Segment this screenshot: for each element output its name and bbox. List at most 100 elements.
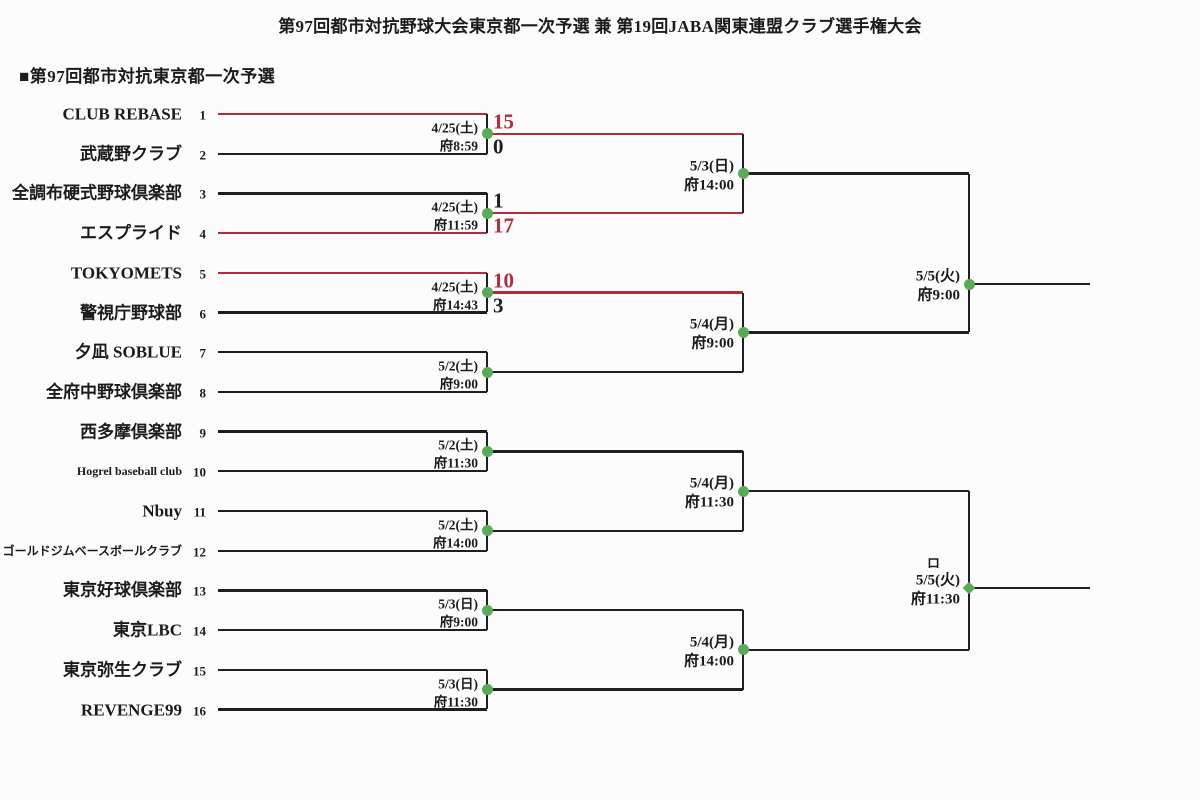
team-line: [218, 351, 487, 354]
team-name: Nbuy: [142, 501, 182, 521]
team-name: 全府中野球倶楽部: [46, 382, 182, 402]
advance-line: [743, 172, 969, 175]
junction-dot: [481, 525, 493, 537]
match-date: 4/25(土): [431, 120, 479, 136]
advance-line: [487, 132, 743, 136]
team-line: [218, 192, 487, 195]
match-date: 5/2(土): [438, 437, 478, 453]
match-score-bottom: 0: [493, 134, 504, 159]
team-line: [218, 549, 487, 552]
final-advance-line: [969, 282, 1090, 286]
section-header: ■第97回都市対抗東京都一次予選: [19, 62, 275, 87]
junction-dot: [481, 366, 493, 378]
semifinal-date: 5/4(月): [689, 475, 734, 492]
match-score-bottom: 17: [493, 213, 514, 238]
junction-dot: [481, 445, 493, 457]
match-date: 4/25(土): [431, 278, 479, 294]
final-vertical: [967, 491, 971, 650]
team-name: CLUB REBASE: [62, 104, 182, 124]
team-seed: 3: [199, 186, 207, 202]
semifinal-venue-time: 府14:00: [684, 653, 734, 670]
semifinal-venue-time: 府9:00: [691, 335, 735, 352]
match-venue-time: 府11:59: [433, 217, 478, 233]
team-seed: 4: [199, 226, 207, 242]
team-name: TOKYOMETS: [70, 263, 182, 283]
junction-dot: [481, 604, 493, 616]
team-name: 東京LBC: [113, 620, 182, 640]
match-venue-time: 府9:00: [439, 376, 478, 392]
team-line-winner: [218, 271, 487, 274]
semifinal-date: 5/4(月): [689, 634, 734, 651]
team-seed: 11: [193, 504, 206, 520]
team-line: [218, 390, 487, 394]
team-line: [218, 628, 487, 632]
team-line: [218, 509, 487, 513]
junction-dot: [481, 287, 493, 299]
match-date: 5/2(土): [438, 358, 478, 374]
team-line: [218, 430, 487, 433]
team-seed: 5: [199, 266, 207, 282]
advance-line: [487, 529, 743, 533]
junction-dot: [737, 326, 749, 338]
junction-dot: [737, 644, 749, 656]
final-vertical: [967, 173, 971, 333]
team-line: [218, 589, 487, 592]
match-date: 5/2(土): [438, 517, 478, 533]
team-seed: 6: [199, 306, 207, 321]
team-name: Hogrel baseball club: [76, 464, 182, 479]
match-venue-time: 府8:59: [439, 138, 478, 154]
team-line: [218, 708, 487, 711]
match-date: 5/3(日): [438, 675, 478, 691]
team-seed: 12: [193, 544, 206, 560]
advance-line: [487, 370, 743, 374]
team-name: REVENGE99: [80, 700, 182, 719]
team-line: [218, 668, 487, 671]
team-seed: 13: [193, 583, 206, 599]
team-line: [218, 152, 487, 155]
final-date: 5/5(火): [915, 268, 960, 285]
team-name: 警視庁野球部: [80, 303, 182, 322]
match-score-top: 15: [493, 109, 514, 134]
semifinal-date: 5/4(月): [689, 316, 734, 333]
match-date: 4/25(土): [431, 199, 479, 215]
junction-dot: [963, 278, 975, 290]
match-score-bottom: 3: [493, 293, 504, 318]
team-seed: 1: [199, 107, 207, 123]
team-line: [218, 311, 487, 314]
junction-dot: [737, 168, 749, 180]
match-venue-time: 府9:00: [439, 614, 478, 630]
junction-dot: [481, 128, 493, 140]
team-seed: 8: [199, 385, 207, 401]
team-seed: 9: [199, 425, 207, 441]
team-line-winner: [218, 231, 487, 235]
section-title: 第97回都市対抗東京都一次予選: [29, 67, 276, 86]
team-seed: 7: [199, 345, 207, 361]
team-name: 東京好球倶楽部: [63, 580, 182, 600]
team-name: ゴールドジムベースボールクラブ: [2, 543, 182, 558]
junction-dot: [737, 485, 749, 497]
match-venue-time: 府14:43: [433, 296, 478, 312]
team-name: 全調布硬式野球倶楽部: [12, 183, 182, 203]
team-name: 夕凪 SOBLUE: [74, 342, 182, 362]
team-seed: 2: [199, 147, 207, 163]
match-venue-time: 府11:30: [433, 455, 478, 471]
team-line-winner: [218, 112, 487, 116]
semifinal-date: 5/3(日): [689, 158, 734, 175]
advance-line: [487, 609, 743, 612]
advance-line: [743, 489, 969, 493]
junction-dot: [481, 207, 493, 219]
final-date: 5/5(火): [915, 572, 960, 589]
tournament-title: 第97回都市対抗野球大会東京都一次予選 兼 第19回JABA関東連盟クラブ選手権…: [278, 17, 922, 36]
team-name: 武蔵野クラブ: [80, 144, 182, 164]
advance-line: [487, 291, 743, 294]
junction-dot: [481, 684, 493, 696]
advance-line: [487, 212, 743, 215]
team-name: 西多摩倶楽部: [80, 422, 182, 442]
semifinal-venue-time: 府11:30: [684, 494, 734, 511]
section-marker-icon: ■: [19, 67, 30, 86]
final-prefix: ロ: [926, 555, 940, 571]
match-date: 5/3(日): [438, 596, 478, 612]
team-name: 東京弥生クラブ: [63, 660, 182, 680]
match-score-top: 1: [493, 188, 504, 213]
